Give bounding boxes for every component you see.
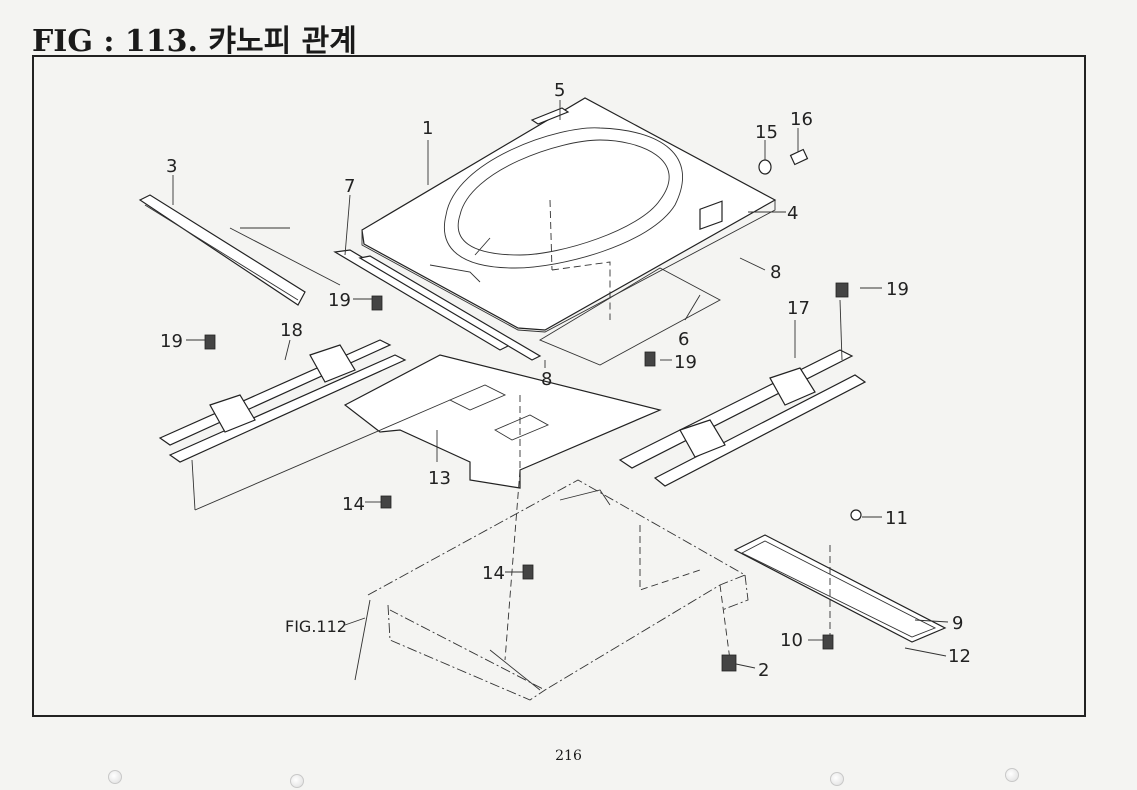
- lower-chassis-frame: [354, 469, 749, 701]
- fasteners: [204, 148, 862, 672]
- figure-title: FIG : 113. 캬노피 관계: [32, 24, 357, 59]
- binder-hole-1: [108, 770, 122, 784]
- binder-hole-3: [830, 772, 844, 786]
- callout-13: 13: [428, 468, 451, 489]
- center-sheet: [539, 267, 721, 366]
- callout-8-upper: 8: [770, 262, 781, 283]
- callout-10: 10: [780, 630, 803, 651]
- callout-labels: 1 2 3 4 5 6 7 8 8 9 10 11 12 13 14 14 15…: [160, 80, 971, 681]
- page-number: 216: [555, 748, 582, 764]
- callout-1: 1: [422, 118, 433, 139]
- callout-2: 2: [758, 660, 769, 681]
- canopy-top-panel: [361, 97, 777, 333]
- left-side-rail: [138, 194, 341, 306]
- callout-7: 7: [344, 176, 355, 197]
- callout-14-left: 14: [342, 494, 365, 515]
- floor-plate: [343, 354, 662, 489]
- callout-14-center: 14: [482, 563, 505, 584]
- callout-19-top: 19: [328, 290, 351, 311]
- callout-19-center: 19: [674, 352, 697, 373]
- callout-6: 6: [678, 329, 689, 350]
- binder-hole-4: [1005, 768, 1019, 782]
- fig-reference-label: FIG.112: [285, 617, 347, 636]
- left-frame-rails: [158, 339, 451, 511]
- callout-17: 17: [787, 298, 810, 319]
- callout-15: 15: [755, 122, 778, 143]
- diagram-frame: [32, 55, 1086, 717]
- right-side-plate: [733, 534, 947, 643]
- callout-12: 12: [948, 646, 971, 667]
- callout-8-lower: 8: [541, 369, 552, 390]
- callout-3: 3: [166, 156, 177, 177]
- callout-18: 18: [280, 320, 303, 341]
- callout-5: 5: [554, 80, 565, 101]
- callout-11: 11: [885, 508, 908, 529]
- callout-19-right: 19: [886, 279, 909, 300]
- callout-4: 4: [787, 203, 798, 224]
- callout-19-left: 19: [160, 331, 183, 352]
- callout-9: 9: [952, 613, 963, 634]
- binder-hole-2: [290, 774, 304, 788]
- leader-lines: [172, 100, 949, 669]
- right-frame-rails: [618, 299, 867, 487]
- callout-16: 16: [790, 109, 813, 130]
